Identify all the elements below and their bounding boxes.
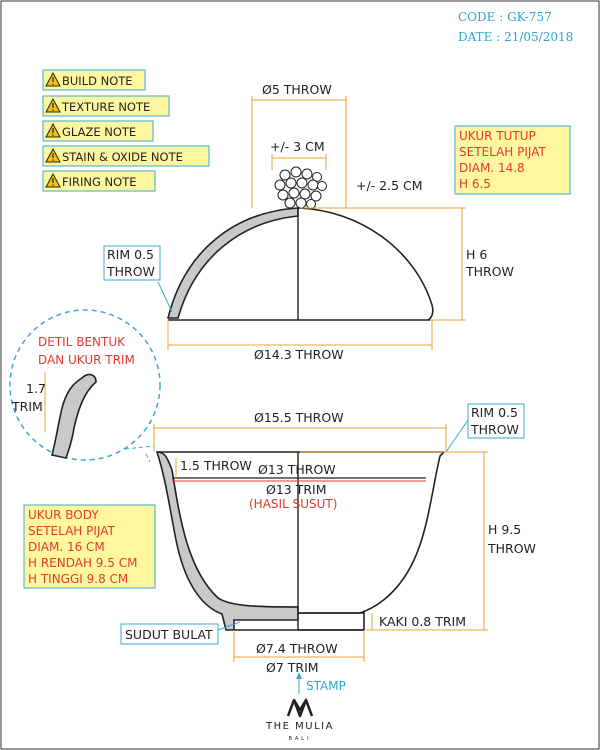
body-rim-label-1: RIM 0.5 [471,405,518,420]
detail-wall-section [51,373,97,459]
body-base-trim-label: Ø7 TRIM [266,660,319,675]
lid-spec-line: UKUR TUTUP [459,129,536,143]
body-rim-leader [445,419,469,453]
lid-spec-line: SETELAH PIJAT [459,145,547,159]
note-texture-label: TEXTURE NOTE [61,100,150,114]
warning-icon [45,71,61,87]
sudut-bulat-box [120,623,219,645]
stamp-arrow-head [296,672,302,679]
lid-knob-height-label: +/- 2.5 CM [356,178,423,193]
note-legend: BUILD NOTE TEXTURE NOTE GLAZE NOTE STAIN… [42,69,210,192]
lid-height-label-1: H 6 [466,247,487,262]
lid-spec-line: DIAM. 14.8 [459,161,525,175]
detail-trim-label-2: TRIM [11,399,43,414]
lid-rim-box [103,245,161,281]
lid-outline-right [297,207,434,321]
note-stain-oxide[interactable]: STAIN & OXIDE NOTE [42,145,210,167]
lid-rim-leader [157,281,173,313]
the-mulia-logo: THE MULIA BALI [265,698,334,742]
code-label: CODE : GK-757 [458,10,552,24]
lid-spec-line: H 6.5 [459,177,491,191]
brand-sub: BALI [288,736,311,742]
body-spec-line: UKUR BODY [28,508,99,522]
logo-mark [286,698,314,718]
detail-connector-bottom [145,453,151,463]
body-height-label-1: H 9.5 [488,522,521,537]
note-build-label: BUILD NOTE [62,74,133,88]
lid-height-label-2: THROW [465,264,514,279]
stamp-label: STAMP [306,679,346,693]
body-inner-left [171,469,299,608]
lid-rim-label-2: THROW [106,264,155,279]
body-wall-label: 1.5 THROW [180,458,252,473]
sudut-bulat-leader [217,621,241,631]
body-top-diameter-label: Ø15.5 THROW [254,410,344,425]
lid-rim-label-1: RIM 0.5 [107,247,154,262]
note-firing[interactable]: FIRING NOTE [42,170,156,192]
detail-title-2: DAN UKUR TRIM [38,353,135,367]
body-spec-line: SETELAH PIJAT [28,524,116,538]
body-inner-trim-label: Ø13 TRIM [266,482,327,497]
note-texture[interactable]: TEXTURE NOTE [42,95,170,117]
detail-connector-top [124,445,155,450]
lid-diameter-label: Ø14.3 THROW [254,347,344,362]
warning-icon [45,147,61,163]
note-build[interactable]: BUILD NOTE [42,69,146,91]
note-stain-oxide-label: STAIN & OXIDE NOTE [62,150,183,164]
lid-dimensions [167,96,466,350]
body-shrink-label: (HASIL SUSUT) [249,497,337,511]
note-firing-label: FIRING NOTE [62,175,137,189]
trim-detail-callout: DETIL BENTUK DAN UKUR TRIM 1.7 TRIM [9,309,161,461]
body-rim-label-2: THROW [470,422,519,437]
detail-title-1: DETIL BENTUK [38,335,126,349]
body-spec-line: DIAM. 16 CM [28,540,105,554]
body-base-throw-label: Ø7.4 THROW [256,641,338,656]
lid-spec-box: UKUR TUTUP SETELAH PIJAT DIAM. 14.8 H 6.… [454,125,571,195]
body-foot-label: KAKI 0.8 TRIM [379,614,466,629]
body-spec-line: H TINGGI 9.8 CM [28,572,128,586]
detail-trim-label-1: 1.7 [26,381,46,396]
brand-name: THE MULIA [265,721,334,732]
warning-icon [45,172,61,188]
body-dimensions [153,424,488,662]
note-glaze[interactable]: GLAZE NOTE [42,120,154,142]
body-spec-line: H RENDAH 9.5 CM [28,556,137,570]
lid-section-wall [166,207,299,319]
lid-knob [274,166,327,209]
note-glaze-label: GLAZE NOTE [62,125,136,139]
lid-knob-diameter-label: +/- 3 CM [270,139,325,154]
lid-drawing [166,166,434,321]
lid-knob-width-label: Ø5 THROW [262,82,332,97]
warning-icon [45,122,61,138]
date-label: DATE : 21/05/2018 [458,30,573,44]
warning-icon [45,97,61,113]
body-spec-box: UKUR BODY SETELAH PIJAT DIAM. 16 CM H RE… [23,504,156,589]
body-rim-box [467,403,525,439]
sudut-bulat-label: SUDUT BULAT [125,627,213,642]
body-height-label-2: THROW [487,541,536,556]
body-outline-right [298,451,445,614]
body-inner-throw-label: Ø13 THROW [258,462,336,477]
